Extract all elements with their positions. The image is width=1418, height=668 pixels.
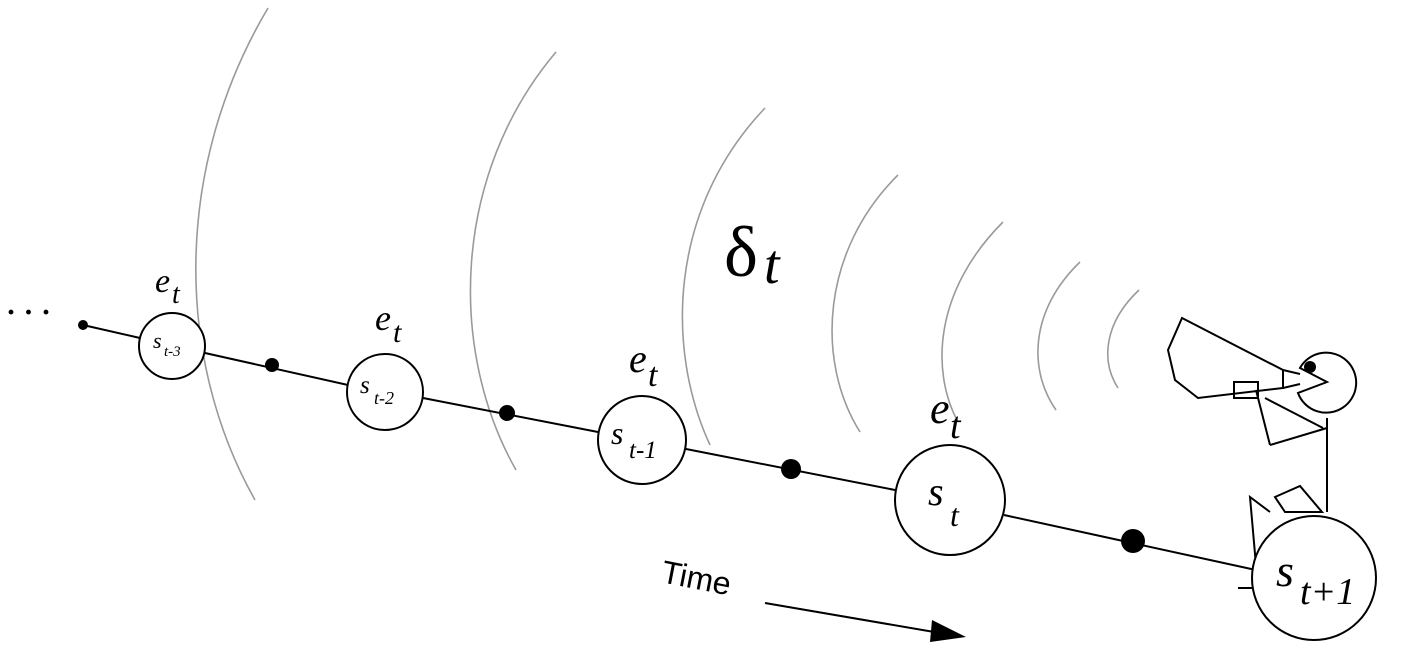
state-node: s t+1	[1251, 515, 1377, 641]
state-label: s	[360, 372, 370, 399]
svg-text:t: t	[950, 405, 962, 447]
action-dot	[781, 459, 801, 479]
agent-head	[1296, 351, 1358, 414]
state-label: s	[928, 469, 944, 514]
state-label: s	[153, 328, 162, 353]
action-dot	[499, 405, 515, 421]
trace-label: e t	[629, 336, 659, 394]
wave-arc	[1106, 289, 1140, 389]
trace-label: e t	[375, 298, 402, 349]
action-dot	[78, 320, 88, 330]
wave-arc	[941, 221, 1004, 423]
svg-text:δ: δ	[724, 212, 758, 292]
wave-arcs	[195, 7, 1140, 501]
state-subscript: t-3	[164, 344, 181, 360]
state-node: s t	[894, 444, 1006, 556]
action-dot	[1121, 529, 1145, 553]
trace-label: e t	[155, 263, 181, 310]
svg-text:e: e	[375, 298, 391, 338]
svg-text:t: t	[393, 316, 402, 349]
state-node: s t-1	[597, 395, 687, 485]
agent-eye	[1304, 361, 1316, 373]
action-dots	[78, 320, 1145, 553]
action-dot	[265, 358, 279, 372]
svg-text:t: t	[764, 234, 781, 296]
wave-arc	[681, 107, 766, 446]
time-arrow	[764, 602, 966, 642]
wave-arc	[469, 51, 557, 471]
svg-text:e: e	[629, 336, 647, 381]
state-node: s t-2	[346, 353, 424, 431]
state-label: s	[611, 415, 623, 451]
state-subscript: t	[950, 497, 960, 533]
wave-arc	[831, 174, 899, 433]
state-subscript: t-2	[374, 388, 394, 408]
megaphone	[1166, 316, 1301, 400]
time-label: Time	[659, 554, 735, 603]
td-error-label: δ t	[724, 212, 781, 296]
svg-text:t: t	[172, 279, 181, 310]
svg-text:e: e	[930, 384, 950, 433]
state-label: s	[1276, 545, 1294, 596]
svg-text:e: e	[155, 263, 170, 300]
wave-arc	[195, 7, 269, 501]
trace-label: e t	[930, 384, 962, 447]
state-node: s t-3	[138, 312, 206, 380]
state-subscript: t-1	[629, 437, 657, 464]
wave-arc	[1037, 261, 1081, 411]
leading-ellipsis: · · ·	[6, 296, 51, 329]
svg-text:t: t	[648, 357, 659, 394]
state-subscript: t+1	[1300, 571, 1355, 613]
